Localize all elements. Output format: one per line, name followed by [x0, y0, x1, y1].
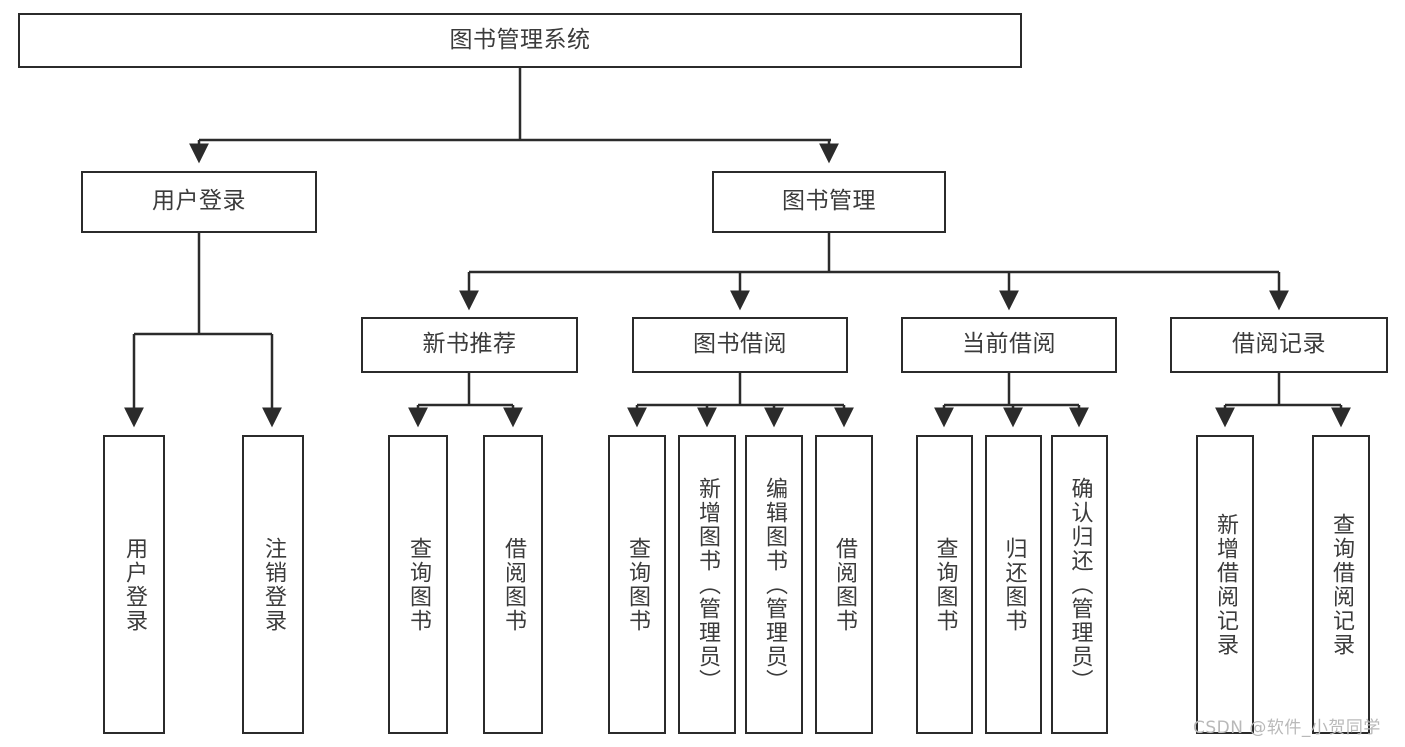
node-leaf-query-book-3[interactable]: 查询图书: [916, 435, 973, 734]
node-leaf-confirm-return[interactable]: 确认归还（管理员）: [1051, 435, 1108, 734]
node-label: 图书管理: [782, 188, 876, 215]
node-label: 借阅图书: [831, 536, 857, 633]
node-label: 确认归还（管理员）: [1067, 476, 1093, 693]
node-label: 编辑图书（管理员）: [761, 476, 787, 693]
node-current-borrow[interactable]: 当前借阅: [901, 317, 1117, 373]
node-leaf-edit-book[interactable]: 编辑图书（管理员）: [745, 435, 803, 734]
node-label: 新增图书（管理员）: [694, 476, 720, 693]
node-book-borrow[interactable]: 图书借阅: [632, 317, 848, 373]
node-label: 图书管理系统: [449, 26, 591, 53]
node-leaf-add-record[interactable]: 新增借阅记录: [1196, 435, 1254, 734]
node-label: 查询图书: [624, 536, 650, 633]
node-leaf-return-book[interactable]: 归还图书: [985, 435, 1042, 734]
node-label: 归还图书: [1001, 536, 1027, 633]
node-leaf-borrow-book-1[interactable]: 借阅图书: [483, 435, 543, 734]
node-label: 用户登录: [121, 536, 147, 633]
node-label: 查询图书: [405, 536, 431, 633]
node-leaf-borrow-book-2[interactable]: 借阅图书: [815, 435, 873, 734]
node-leaf-add-book[interactable]: 新增图书（管理员）: [678, 435, 736, 734]
node-new-book-recommend[interactable]: 新书推荐: [361, 317, 578, 373]
node-label: 当前借阅: [962, 331, 1056, 358]
node-leaf-logout[interactable]: 注销登录: [242, 435, 304, 734]
node-label: 新增借阅记录: [1212, 512, 1238, 657]
node-borrow-record[interactable]: 借阅记录: [1170, 317, 1388, 373]
node-leaf-query-book-2[interactable]: 查询图书: [608, 435, 666, 734]
node-label: 查询图书: [932, 536, 958, 633]
node-label: 新书推荐: [422, 331, 517, 358]
node-leaf-query-record[interactable]: 查询借阅记录: [1312, 435, 1370, 734]
node-leaf-query-book-1[interactable]: 查询图书: [388, 435, 448, 734]
node-leaf-user-login[interactable]: 用户登录: [103, 435, 165, 734]
node-label: 注销登录: [260, 536, 286, 633]
node-label: 借阅记录: [1232, 331, 1326, 358]
node-label: 图书借阅: [693, 331, 787, 358]
node-root-图书管理系统[interactable]: 图书管理系统: [18, 13, 1022, 68]
node-label: 用户登录: [152, 188, 246, 215]
csdn-watermark: CSDN @软件_小贺同学: [1193, 718, 1381, 738]
node-label: 查询借阅记录: [1328, 512, 1354, 657]
node-book-management[interactable]: 图书管理: [712, 171, 946, 233]
node-user-login[interactable]: 用户登录: [81, 171, 317, 233]
node-label: 借阅图书: [500, 536, 526, 633]
